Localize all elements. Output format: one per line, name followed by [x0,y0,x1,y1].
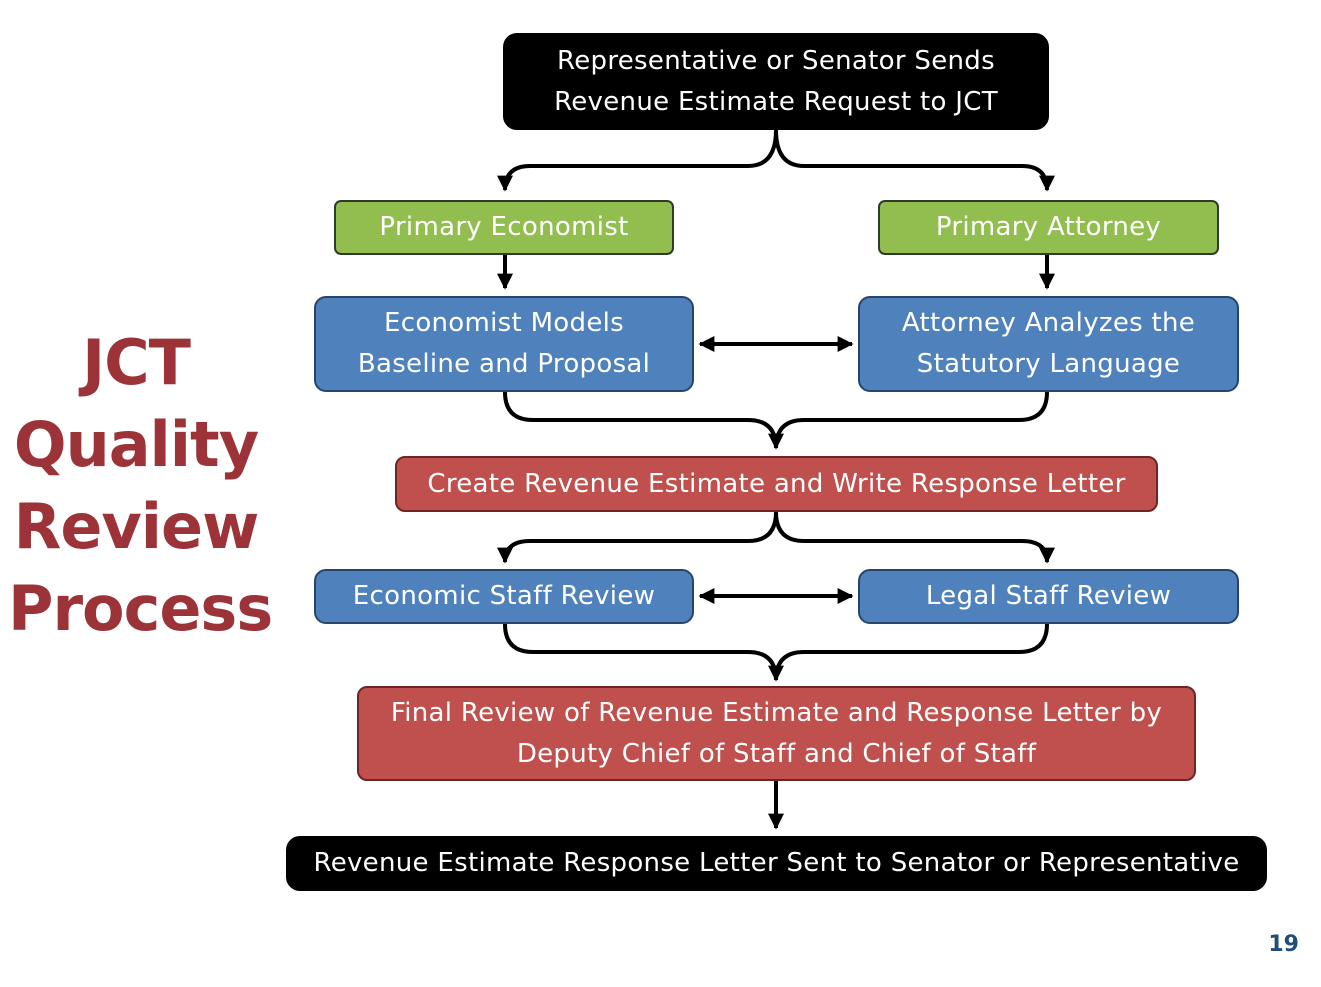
final-review-line-1: Final Review of Revenue Estimate and Res… [390,697,1163,728]
connector-legal-review-to-final [774,623,1049,681]
primary-economist-box: Primary Economist [334,200,674,255]
title-line-2: Quality [13,408,259,481]
legal-review-box: Legal Staff Review [858,569,1239,624]
connector-models-to-create [503,391,784,450]
connector-create-to-economic-review [497,511,778,564]
final-review-line-2: Deputy Chief of Staff and Chief of Staff [516,738,1037,769]
connector-analyzes-to-create [774,391,1049,449]
create-estimate-box: Create Revenue Estimate and Write Respon… [395,456,1158,512]
create-estimate-label: Create Revenue Estimate and Write Respon… [427,468,1126,499]
economist-models-box: Economist Models Baseline and Proposal [314,296,694,392]
final-review-box: Final Review of Revenue Estimate and Res… [357,686,1196,781]
economic-review-box: Economic Staff Review [314,569,694,624]
title-line-4: Process [8,572,273,645]
primary-economist-label: Primary Economist [379,212,629,242]
request-box: Representative or Senator Sends Revenue … [503,33,1049,130]
connector-economic-review-to-final [503,623,784,682]
attorney-analyzes-line-2: Statutory Language [916,349,1181,379]
request-line-2: Revenue Estimate Request to JCT [554,86,998,117]
request-line-1: Representative or Senator Sends [557,45,995,76]
primary-attorney-box: Primary Attorney [878,200,1219,255]
connector-request-to-attorney [774,129,1055,192]
response-sent-box: Revenue Estimate Response Letter Sent to… [286,836,1267,891]
attorney-analyzes-line-1: Attorney Analyzes the [901,308,1196,338]
economist-models-line-2: Baseline and Proposal [357,349,651,379]
slide-title: JCT Quality Review Process [8,322,273,650]
attorney-analyzes-box: Attorney Analyzes the Statutory Language [858,296,1239,392]
title-line-3: Review [13,490,260,563]
economic-review-label: Economic Staff Review [352,581,656,611]
page-number: 19 [1268,932,1299,957]
title-line-1: JCT [82,326,191,399]
connector-request-to-economist [497,129,778,192]
connector-create-to-legal-review [774,511,1055,564]
economist-models-line-1: Economist Models [384,308,624,338]
primary-attorney-label: Primary Attorney [935,212,1162,242]
legal-review-label: Legal Staff Review [925,581,1172,611]
response-sent-label: Revenue Estimate Response Letter Sent to… [313,848,1240,878]
